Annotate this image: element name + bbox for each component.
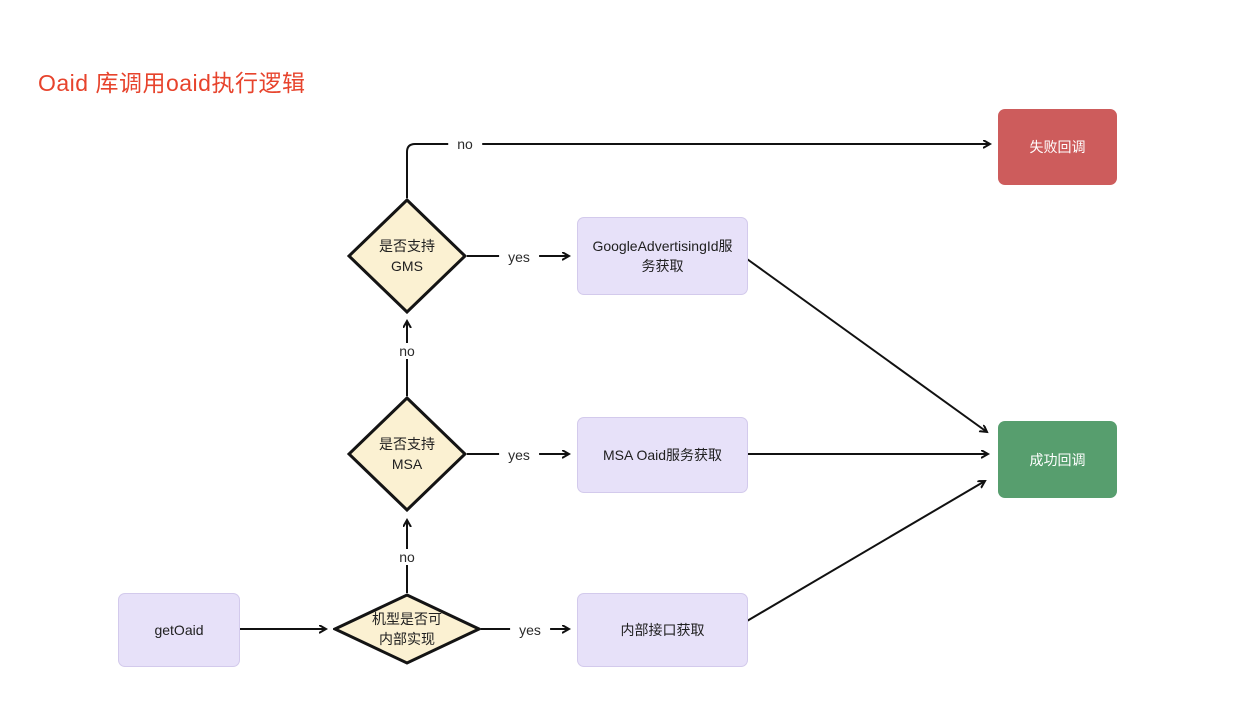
- diamond-shape: [347, 198, 467, 314]
- edge-label-msa-no: no: [390, 343, 424, 359]
- node-success-callback: 成功回调: [998, 421, 1117, 498]
- diamond-shape: [347, 396, 467, 512]
- edge-label-internal-yes: yes: [510, 622, 550, 638]
- node-decision-gms: 是否支持 GMS: [347, 198, 467, 314]
- node-google-service: GoogleAdvertisingId服务获取: [577, 217, 748, 295]
- edge-label-msa-yes: yes: [499, 447, 539, 463]
- diagram-title: Oaid 库调用oaid执行逻辑: [38, 70, 306, 96]
- edge-decision-gms-to-failure: [406, 144, 990, 198]
- edge-google-service-to-success: [746, 258, 987, 432]
- node-success-label: 成功回调: [1029, 451, 1086, 468]
- node-decision-gms-label: 是否支持 GMS: [379, 238, 435, 274]
- node-internal-api-label: 内部接口获取: [620, 622, 705, 638]
- edge-label-internal-no: no: [390, 549, 424, 565]
- node-getoaid-label: getOaid: [154, 622, 204, 638]
- edge-internal-api-to-success: [746, 481, 985, 622]
- node-getoaid: getOaid: [118, 593, 240, 667]
- edge-label-gms-yes: yes: [499, 249, 539, 265]
- diamond-shape: [333, 593, 481, 665]
- node-decision-msa: 是否支持 MSA: [347, 396, 467, 512]
- edge-label-gms-no: no: [448, 136, 482, 152]
- node-internal-api: 内部接口获取: [577, 593, 748, 667]
- node-failure-label: 失败回调: [1029, 139, 1086, 155]
- node-decision-internal: 机型是否可 内部实现: [333, 593, 481, 665]
- node-msa-service-label: MSA Oaid服务获取: [602, 447, 723, 463]
- node-msa-service: MSA Oaid服务获取: [577, 417, 748, 493]
- node-failure-callback: 失败回调: [998, 109, 1117, 185]
- node-decision-internal-label: 机型是否可 内部实现: [372, 611, 442, 647]
- node-decision-msa-label: 是否支持 MSA: [379, 436, 435, 472]
- node-google-service-label: GoogleAdvertisingId服务获取: [592, 238, 733, 274]
